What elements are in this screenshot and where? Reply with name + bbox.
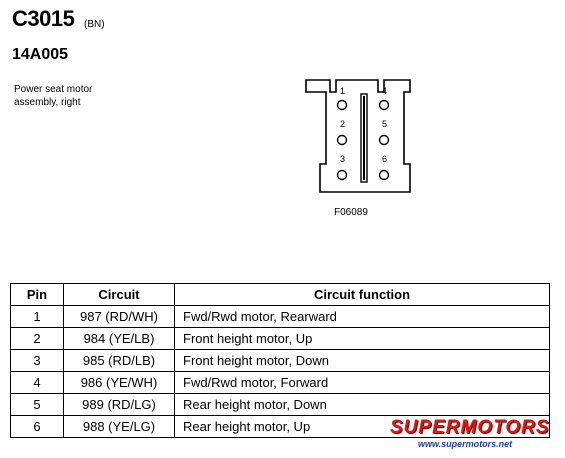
- pin-2-label: 2: [340, 119, 345, 129]
- connector-face-diagram: 1 2 3 4 5 6: [305, 79, 411, 193]
- figure-id: F06089: [334, 207, 368, 218]
- table-row: 6 988 (YE/LG) Rear height motor, Up: [10, 415, 550, 438]
- pin-6-label: 6: [382, 154, 387, 164]
- pin-4-label: 4: [382, 86, 387, 96]
- header-circuit-function: Circuit function: [174, 283, 550, 306]
- cell-function: Fwd/Rwd motor, Rearward: [174, 305, 550, 328]
- cell-pin: 4: [10, 371, 64, 394]
- connector-color: (BN): [84, 19, 105, 30]
- cell-function: Rear height motor, Up: [174, 415, 550, 438]
- table-row: 5 989 (RD/LG) Rear height motor, Down: [10, 393, 550, 416]
- logo-url: www.supermotors.net: [418, 439, 513, 449]
- center-key-slot: [360, 93, 368, 183]
- cell-circuit: 988 (YE/LG): [63, 415, 175, 438]
- pin-3-label: 3: [340, 154, 345, 164]
- connector-id: C3015: [12, 6, 75, 31]
- header-pin: Pin: [10, 283, 64, 306]
- cell-function: Rear height motor, Down: [174, 393, 550, 416]
- component-id: 14A005: [12, 46, 69, 63]
- cell-function: Front height motor, Up: [174, 327, 550, 350]
- pin-2: 2: [336, 119, 348, 146]
- header-circuit: Circuit: [63, 283, 175, 306]
- cell-pin: 2: [10, 327, 64, 350]
- pin-6: 6: [378, 154, 390, 181]
- table-row: 1 987 (RD/WH) Fwd/Rwd motor, Rearward: [10, 305, 550, 328]
- cell-function: Front height motor, Down: [174, 349, 550, 372]
- component-description: Power seat motor assembly, right: [14, 84, 93, 108]
- cell-pin: 3: [10, 349, 64, 372]
- cell-circuit: 985 (RD/LB): [63, 349, 175, 372]
- cell-pin: 1: [10, 305, 64, 328]
- cell-circuit: 989 (RD/LG): [63, 393, 175, 416]
- pin-table: Pin Circuit Circuit function 1 987 (RD/W…: [10, 283, 550, 438]
- pin-5: 5: [378, 119, 390, 146]
- table-row: 4 986 (YE/WH) Fwd/Rwd motor, Forward: [10, 371, 550, 394]
- cell-pin: 6: [10, 415, 64, 438]
- pin-1: 1: [336, 86, 348, 111]
- table-row: 2 984 (YE/LB) Front height motor, Up: [10, 327, 550, 350]
- pin-1-label: 1: [340, 86, 345, 96]
- connector-outline: [305, 79, 411, 193]
- cell-circuit: 987 (RD/WH): [63, 305, 175, 328]
- supermotors-watermark-logo: SUPERMOTORS www.supermotors.net: [388, 417, 558, 455]
- pin-5-label: 5: [382, 119, 387, 129]
- cell-circuit: 986 (YE/WH): [63, 371, 175, 394]
- table-header-row: Pin Circuit Circuit function: [10, 283, 550, 306]
- pin-4: 4: [378, 86, 390, 111]
- table-row: 3 985 (RD/LB) Front height motor, Down: [10, 349, 550, 372]
- logo-text: SUPERMOTORS: [390, 417, 550, 438]
- cell-pin: 5: [10, 393, 64, 416]
- pin-3: 3: [336, 154, 348, 181]
- cell-function: Fwd/Rwd motor, Forward: [174, 371, 550, 394]
- cell-circuit: 984 (YE/LB): [63, 327, 175, 350]
